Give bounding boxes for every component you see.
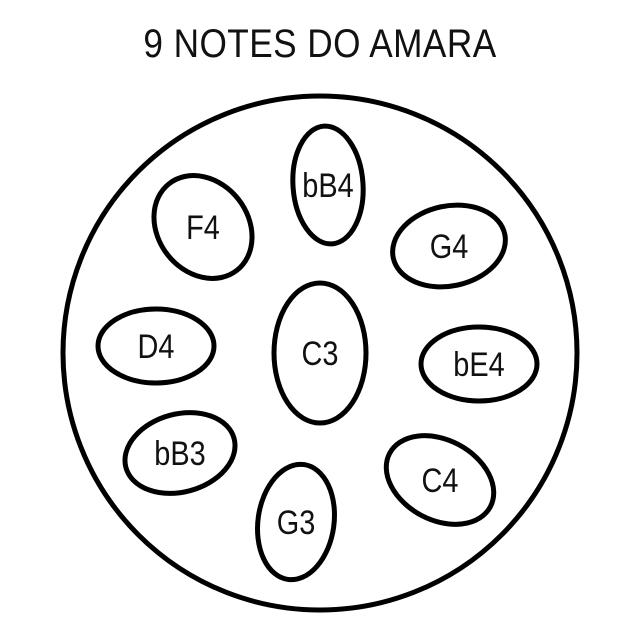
diagram-title: 9 NOTES DO AMARA [143,22,497,66]
note-bb4: bB4 [290,123,366,247]
note-be4: bE4 [418,324,540,404]
note-d4: D4 [95,306,217,386]
note-field-outline [390,202,508,290]
note-c4: C4 [383,433,497,527]
note-label: G3 [277,503,316,542]
note-label: D4 [138,327,175,366]
note-field-outline [290,123,366,247]
note-field-outline [383,433,497,527]
note-f4: F4 [151,173,255,281]
note-label: C4 [422,461,459,500]
note-label: bB4 [302,166,353,205]
note-g3: G3 [255,461,337,583]
note-field-outline [95,306,217,386]
note-field-outline [122,410,238,496]
note-c3: C3 [271,280,369,426]
note-bb3: bB3 [122,410,238,496]
note-field-outline [255,461,337,583]
note-field-outline [418,324,540,404]
note-field-outline [151,173,255,281]
note-label: bE4 [453,345,504,384]
note-label: G4 [430,227,469,266]
note-label: F4 [186,208,220,247]
note-label: C3 [302,334,339,373]
note-g4: G4 [390,202,508,290]
drum-outline [60,93,580,613]
note-field-outline [271,280,369,426]
note-label: bB3 [154,434,205,473]
